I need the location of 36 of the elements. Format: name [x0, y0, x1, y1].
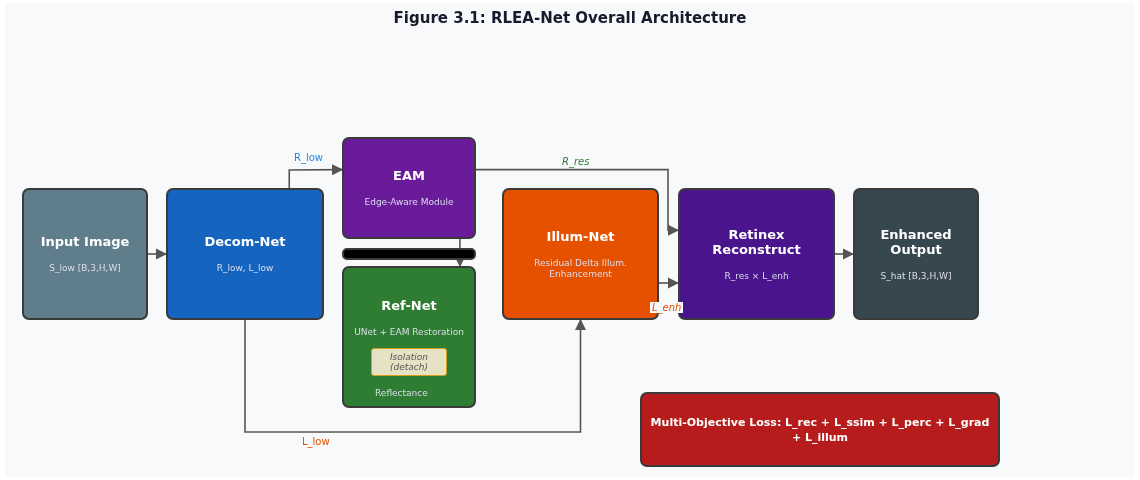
node-subtitle: S_hat [B,3,H,W] — [880, 270, 952, 282]
edge-label: R_low — [292, 152, 326, 163]
node-subtitle: S_low [B,3,H,W] — [49, 263, 121, 274]
node-subtitle: R_res × L_enh — [724, 270, 789, 282]
node-subtitle: Edge-Aware Module — [364, 197, 454, 208]
network-box — [166, 188, 324, 320]
node-title: Decom-Net — [204, 234, 286, 249]
network-box — [342, 266, 476, 408]
node-title: Ref-Net — [381, 298, 437, 313]
loss-box — [640, 392, 1000, 467]
arrow — [475, 168, 680, 236]
annotation-text: Reflectance — [375, 388, 428, 398]
arrow — [834, 248, 855, 260]
input-box — [22, 188, 148, 320]
arrow — [244, 318, 587, 433]
note-text: Isolation (detach) — [388, 352, 430, 372]
module-box — [342, 137, 476, 239]
diagram-title: Figure 3.1: RLEA-Net Overall Architecture — [392, 9, 748, 27]
edge-label: L_low — [300, 436, 332, 447]
node-title: Enhanced Output — [879, 226, 953, 257]
arrow — [288, 164, 344, 189]
node-subtitle: UNet + EAM Restoration — [354, 327, 464, 338]
arrow — [658, 277, 680, 289]
arrow — [147, 248, 168, 260]
note-box — [371, 348, 447, 376]
node-subtitle: Residual Delta Illum. Enhancement — [533, 257, 628, 280]
edge-label: R_res — [560, 156, 592, 167]
node-title: Illum-Net — [546, 228, 615, 244]
node-title: EAM — [393, 168, 425, 183]
node-title: Retinex Reconstruct — [711, 226, 802, 257]
separator-bar — [342, 248, 476, 260]
output-box — [853, 188, 979, 320]
loss-formula: Multi-Objective Loss: L_rec + L_ssim + L_perc + L_grad + L_illum — [649, 414, 991, 445]
node-title: Input Image — [40, 234, 130, 249]
node-subtitle: R_low, L_low — [216, 263, 274, 274]
edge-label: L_enh — [650, 302, 684, 313]
